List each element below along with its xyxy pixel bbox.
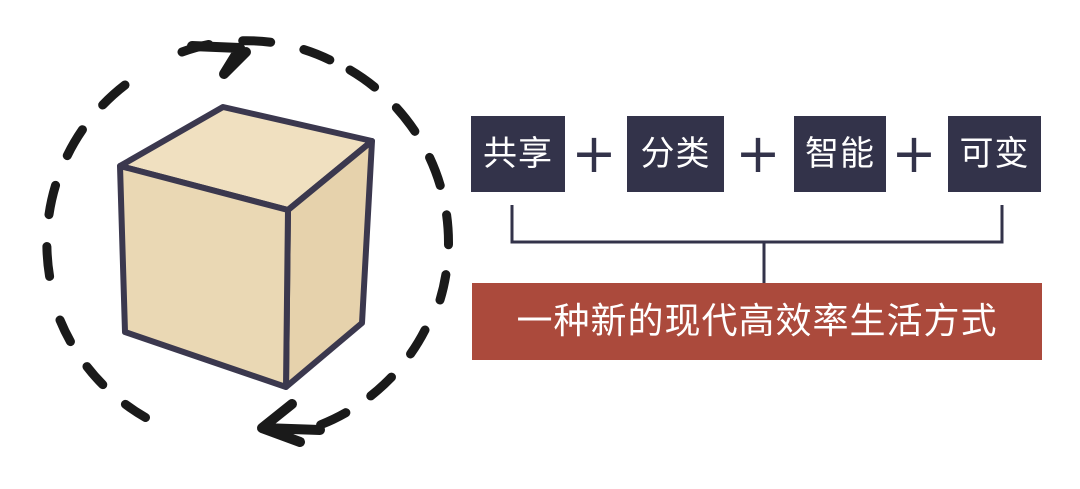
bracket-connector [510, 205, 1004, 283]
rotation-circle [42, 36, 453, 430]
tag-sharing: 共享 [471, 116, 565, 192]
result-banner: 一种新的现代高效率生活方式 [472, 283, 1042, 360]
rotation-arrow-top-icon [187, 41, 251, 79]
cube-front-face [117, 163, 291, 390]
tag-intelligent: 智能 [794, 116, 886, 192]
tag-classification: 分类 [627, 116, 724, 192]
rotation-arrow-bottom-icon [257, 399, 325, 447]
tag-variable: 可变 [948, 116, 1041, 192]
plus-sign-2: + [735, 122, 781, 185]
plus-sign-1: + [571, 122, 617, 185]
cube-icon [117, 104, 375, 390]
plus-sign-3: + [891, 122, 937, 185]
